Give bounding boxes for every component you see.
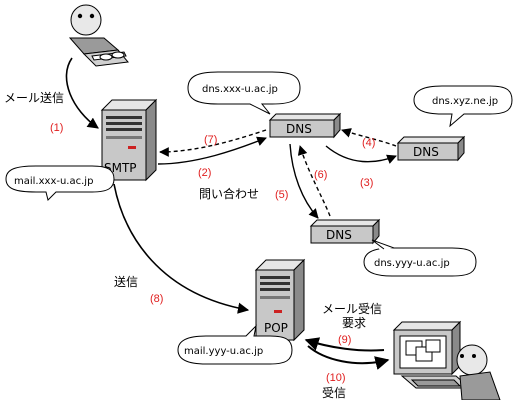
- receive-label: 受信: [322, 386, 346, 400]
- arrow-step-3: [325, 145, 397, 164]
- dns1-label: DNS: [286, 122, 312, 136]
- arrow-step-7: [159, 129, 267, 157]
- send-label: 送信: [114, 274, 138, 289]
- step-1-label: (1): [50, 122, 63, 134]
- query-label: 問い合わせ: [199, 186, 259, 201]
- step-5-label: (5): [275, 189, 288, 201]
- pop-host-label: mail.yyy-u.ac.jp: [184, 346, 263, 357]
- smtp-server-icon: [100, 98, 158, 182]
- step-7-label: (7): [204, 134, 217, 146]
- mail-recv-request-label-1: メール受信: [322, 302, 382, 316]
- dns3-host-bubble: [363, 239, 477, 277]
- dns2-host-label: dns.xyz.ne.jp: [432, 96, 498, 107]
- smtp-host-label: mail.xxx-u.ac.jp: [14, 176, 93, 187]
- dns3-label: DNS: [326, 228, 352, 242]
- step-3-label: (3): [360, 177, 373, 189]
- sender-person-icon: [68, 4, 129, 67]
- arrow-step-9: [304, 337, 385, 352]
- pop-label: POP: [264, 321, 288, 335]
- step-10-label: (10): [326, 372, 346, 384]
- arrow-step-6: [297, 145, 331, 217]
- arrow-step-5: [289, 143, 319, 219]
- step-6-label: (6): [314, 169, 327, 181]
- arrow-step-2: [157, 136, 267, 165]
- smtp-host-bubble: [5, 165, 115, 201]
- dns2-server-icon: [396, 135, 466, 162]
- dns3-server-icon: [309, 218, 381, 245]
- dns2-host-bubble: [413, 85, 513, 128]
- receiver-computer-icon: [392, 320, 472, 389]
- step-9-label: (9): [338, 334, 351, 346]
- receiver-person-icon: [456, 344, 501, 400]
- arrow-step-8: [113, 183, 250, 314]
- dns1-server-icon: [268, 112, 342, 139]
- mail-recv-request-label-2: 要求: [342, 316, 366, 330]
- dns1-host-label: dns.xxx-u.ac.jp: [202, 84, 278, 95]
- arrow-step-10: [307, 345, 390, 370]
- step-8-label: (8): [150, 293, 163, 305]
- dns2-label: DNS: [413, 145, 439, 159]
- step-2-label: (2): [198, 167, 211, 179]
- pop-host-bubble: [177, 324, 293, 365]
- arrow-send-to-smtp: [65, 57, 99, 129]
- pop-server-icon: [254, 258, 306, 342]
- arrow-step-4: [341, 128, 397, 147]
- mail-send-label: メール送信: [4, 90, 64, 105]
- dns3-host-label: dns.yyy-u.ac.jp: [374, 258, 450, 269]
- dns1-host-bubble: [187, 71, 301, 115]
- step-4-label: (4): [362, 137, 375, 149]
